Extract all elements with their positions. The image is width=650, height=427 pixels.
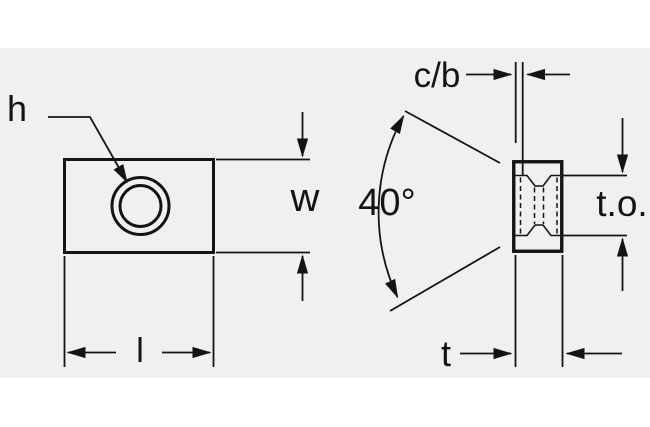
side-body-outline (512, 160, 564, 253)
side-view: c/b 40° t.o. t (358, 56, 647, 374)
angle-arc (377, 114, 405, 299)
angle-line-top (404, 110, 501, 164)
drawing-panel-background (0, 48, 650, 378)
hole-label: h (7, 88, 27, 129)
angle-label: 40° (358, 182, 415, 224)
hole-leader-line (48, 116, 128, 184)
thickness-label: t (441, 333, 451, 374)
top-view: h w l (7, 88, 320, 370)
hole-inner-circle (118, 184, 163, 228)
length-label: l (136, 332, 144, 370)
angle-line-bottom (389, 246, 501, 312)
nut-body-outline (63, 158, 215, 254)
hole-outer-circle (110, 176, 171, 236)
thread-profile-top (515, 174, 560, 187)
thread-profile-bottom (515, 224, 560, 237)
width-label: w (290, 176, 320, 220)
opening-label: t.o. (596, 183, 647, 224)
land-label: c/b (414, 56, 461, 95)
